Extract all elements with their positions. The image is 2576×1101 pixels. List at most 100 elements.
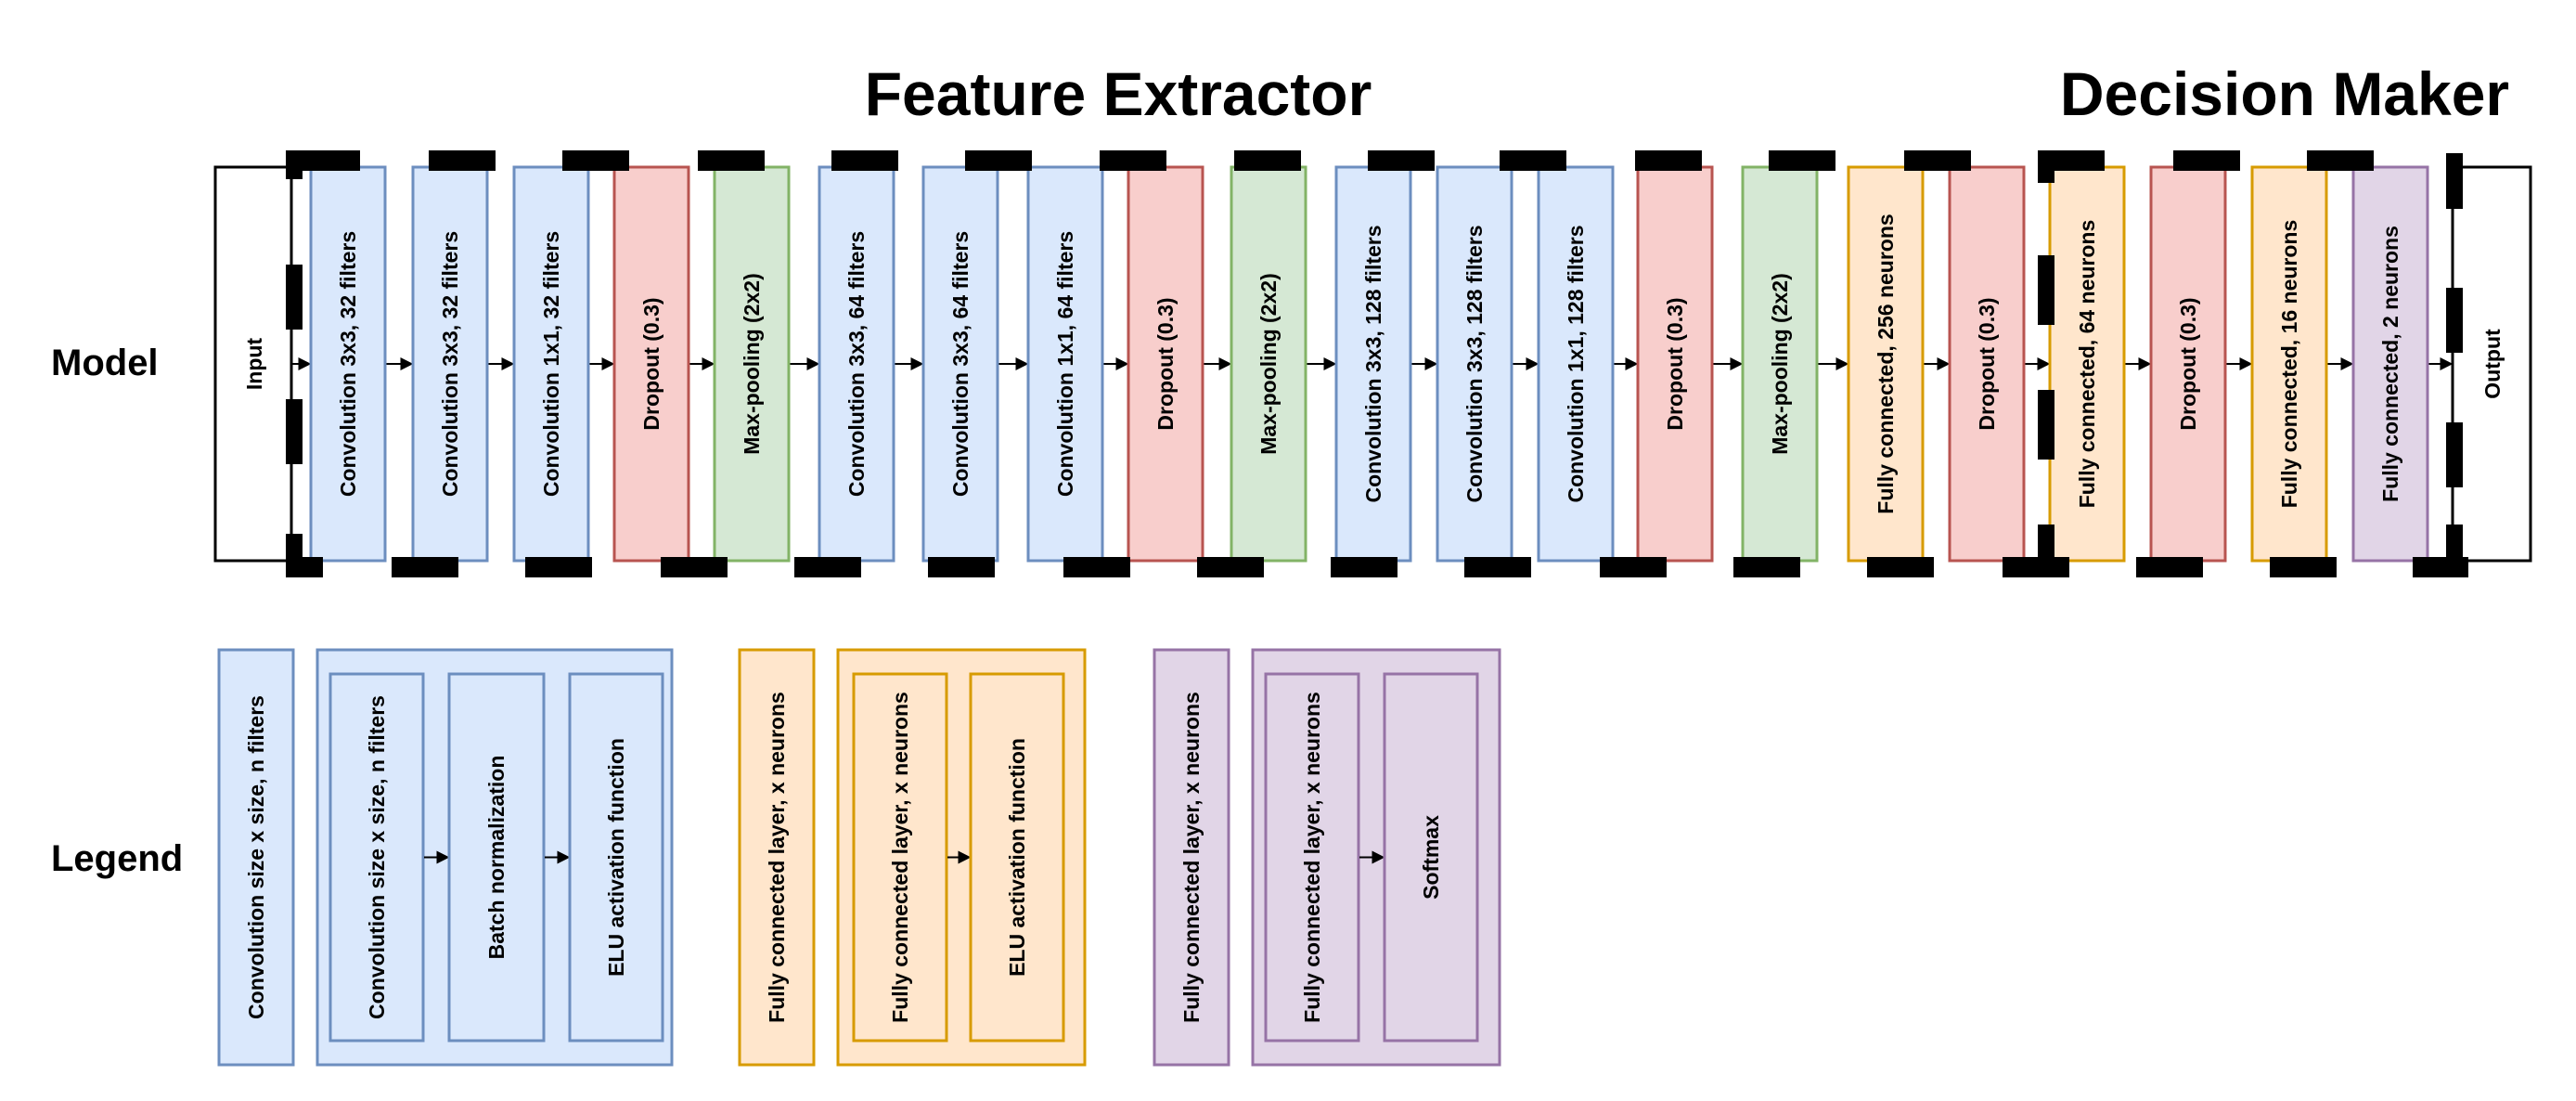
boundary-marker	[286, 399, 303, 464]
legend-step-box	[969, 672, 1065, 1043]
legend-summary-box	[217, 648, 295, 1067]
layer-box-dropout	[1127, 165, 1204, 563]
boundary-marker	[1464, 557, 1531, 577]
boundary-marker	[965, 150, 1032, 171]
layer-box-dropout	[1636, 165, 1714, 563]
layer-8: Convolution 1x1, 64 filters	[1026, 165, 1104, 563]
boundary-marker	[2038, 255, 2054, 325]
boundary-marker	[392, 557, 458, 577]
layer-14: Dropout (0.3)	[1636, 165, 1714, 563]
boundary-marker	[661, 557, 728, 577]
boundary-markers-layer	[286, 150, 2468, 577]
model-row-label: Model	[51, 343, 159, 383]
boundary-marker	[525, 557, 592, 577]
boundary-marker	[1769, 150, 1835, 171]
legend-step-label: ELU activation function	[1005, 738, 1029, 977]
legend-summary-box	[1153, 648, 1230, 1067]
layer-label: Convolution 1x1, 64 filters	[1053, 231, 1077, 497]
layer-box-dropout	[612, 165, 690, 563]
boundary-marker	[1331, 557, 1397, 577]
boundary-marker	[2136, 557, 2203, 577]
layer-label: Max-pooling (2x2)	[740, 273, 764, 455]
layer-6: Convolution 3x3, 64 filters	[818, 165, 895, 563]
layer-label: Fully connected, 16 neurons	[2277, 220, 2301, 509]
layer-label: Dropout (0.3)	[1663, 297, 1687, 430]
boundary-marker	[794, 557, 861, 577]
layer-7: Convolution 3x3, 64 filters	[921, 165, 999, 563]
layer-16: Fully connected, 256 neurons	[1847, 165, 1925, 563]
layer-box-fc	[2048, 165, 2126, 563]
layer-label: Fully connected, 64 neurons	[2075, 220, 2099, 509]
legend-summary-label: Fully connected layer, x neurons	[765, 692, 789, 1023]
legend-step-label: Convolution size x size, n filters	[365, 695, 389, 1019]
boundary-marker	[2446, 153, 2463, 209]
layer-18: Fully connected, 64 neurons	[2048, 165, 2126, 563]
layer-11: Convolution 3x3, 128 filters	[1334, 165, 1412, 563]
boundary-marker	[286, 265, 303, 330]
boundary-marker	[562, 150, 629, 171]
boundary-marker	[1368, 150, 1435, 171]
legend-step-label: Softmax	[1419, 815, 1443, 900]
layer-12: Convolution 3x3, 128 filters	[1436, 165, 1513, 563]
layer-box-conv	[1026, 165, 1104, 563]
layer-1: Convolution 3x3, 32 filters	[309, 165, 387, 563]
layer-label: Dropout (0.3)	[1153, 297, 1178, 430]
boundary-marker	[1063, 557, 1130, 577]
boundary-marker	[2307, 150, 2374, 171]
boundary-marker	[831, 150, 898, 171]
boundary-marker	[1733, 557, 1800, 577]
boundary-marker	[1635, 150, 1702, 171]
legend-step-label: Fully connected layer, x neurons	[888, 692, 912, 1023]
feature-extractor-title: Feature Extractor	[865, 59, 1372, 128]
layer-20: Fully connected, 16 neurons	[2250, 165, 2328, 563]
layer-15: Max-pooling (2x2)	[1741, 165, 1819, 563]
layer-label: Dropout (0.3)	[1975, 297, 1999, 430]
layer-17: Dropout (0.3)	[1948, 165, 2026, 563]
layer-label: Fully connected, 2 neurons	[2378, 226, 2402, 502]
legend-layer: Convolution size x size, n filters Convol…	[217, 648, 1501, 1067]
boundary-marker	[2038, 153, 2054, 183]
output-label: Output	[2480, 329, 2505, 399]
boundary-marker	[286, 557, 323, 577]
layer-label: Fully connected, 256 neurons	[1874, 214, 1898, 513]
boundary-marker	[2003, 557, 2069, 577]
boundary-marker	[286, 150, 360, 171]
boundary-marker	[2038, 525, 2054, 576]
boundary-marker	[1197, 557, 1264, 577]
legend-step-box	[1264, 672, 1360, 1043]
boundary-marker	[2038, 390, 2054, 460]
output-box	[2451, 165, 2532, 563]
boundary-marker	[2446, 422, 2463, 487]
boundary-marker	[286, 153, 303, 179]
layer-box-pool	[1741, 165, 1819, 563]
input-label: Input	[242, 338, 266, 391]
boundary-marker	[1500, 150, 1566, 171]
boundary-marker	[429, 150, 496, 171]
legend-summary-label: Fully connected layer, x neurons	[1179, 692, 1204, 1023]
layer-label: Convolution 1x1, 32 filters	[539, 231, 563, 497]
boundary-marker	[1904, 150, 1971, 171]
boundary-marker	[1867, 557, 1934, 577]
layer-21: Fully connected, 2 neurons	[2351, 165, 2429, 563]
layer-box-pool	[713, 165, 791, 563]
layer-box-dropout	[2149, 165, 2227, 563]
layer-box-conv	[1537, 165, 1615, 563]
legend-step-label: Batch normalization	[484, 756, 509, 960]
legend-summary-box	[738, 648, 816, 1067]
layer-2: Convolution 3x3, 32 filters	[411, 165, 489, 563]
layer-9: Dropout (0.3)	[1127, 165, 1204, 563]
layer-box-conv	[512, 165, 590, 563]
legend-summary-label: Convolution size x size, n filters	[244, 695, 268, 1019]
layer-label: Max-pooling (2x2)	[1256, 273, 1281, 455]
layer-label: Convolution 1x1, 128 filters	[1564, 225, 1588, 502]
layer-label: Dropout (0.3)	[2176, 297, 2200, 430]
layer-label: Dropout (0.3)	[639, 297, 663, 430]
layer-13: Convolution 1x1, 128 filters	[1537, 165, 1615, 563]
layer-box-pool	[1230, 165, 1307, 563]
layer-3: Convolution 1x1, 32 filters	[512, 165, 590, 563]
layer-label: Convolution 3x3, 128 filters	[1462, 225, 1487, 502]
decision-maker-title: Decision Maker	[2060, 59, 2509, 128]
layer-box-conv	[921, 165, 999, 563]
legend-conv: Convolution size x size, n filters Convol…	[217, 648, 674, 1067]
